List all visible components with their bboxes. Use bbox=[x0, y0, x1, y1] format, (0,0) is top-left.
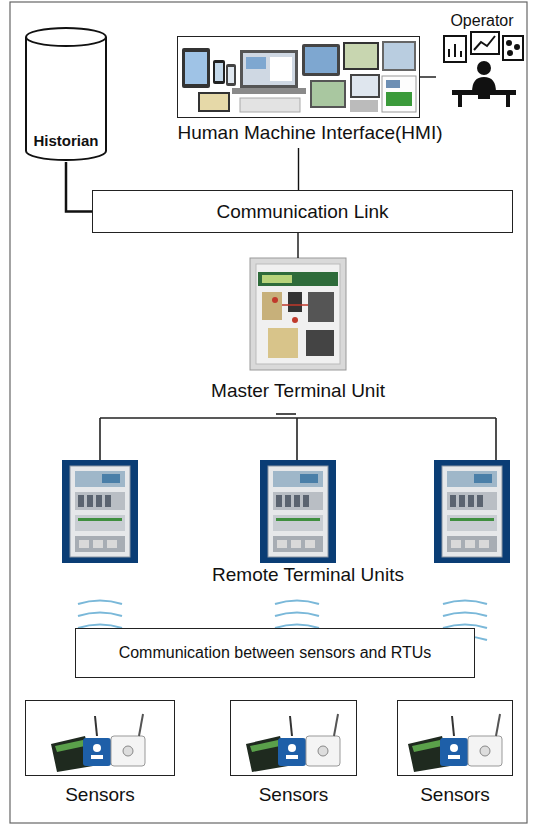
connector-path bbox=[297, 233, 298, 258]
historian-cylinder: Historian bbox=[24, 26, 108, 162]
group-label: Remote Terminal Units bbox=[140, 564, 476, 586]
connector-path bbox=[298, 148, 299, 190]
link-box: Communication Link bbox=[92, 190, 513, 233]
image-frame bbox=[177, 36, 420, 118]
image-frame bbox=[397, 700, 513, 776]
node-label: Operator bbox=[450, 12, 513, 30]
node-label: Sensors bbox=[259, 784, 329, 806]
node-label: Communication Link bbox=[216, 201, 388, 223]
sensor-box: Sensors bbox=[220, 698, 367, 814]
connector-line bbox=[298, 148, 299, 190]
mtu-cabinet: Master Terminal Unit bbox=[160, 252, 436, 410]
image-frame bbox=[250, 258, 346, 370]
node-label: Sensors bbox=[420, 784, 490, 806]
node-label: Sensors bbox=[65, 784, 135, 806]
connector-path bbox=[420, 76, 436, 77]
connector-line bbox=[298, 233, 299, 258]
node-label: Communication between sensors and RTUs bbox=[119, 644, 432, 662]
sensor-box: Sensors bbox=[15, 698, 185, 814]
connector-line bbox=[420, 77, 436, 78]
operator-icon: Operator bbox=[436, 8, 528, 108]
image-frame bbox=[230, 700, 357, 776]
hmi-panel: Human Machine Interface(HMI) bbox=[130, 36, 490, 148]
connector-line bbox=[66, 162, 92, 212]
node-label: Human Machine Interface(HMI) bbox=[177, 122, 442, 144]
sensor-box: Sensors bbox=[387, 698, 523, 814]
sensor-link-box: Communication between sensors and RTUs bbox=[75, 628, 475, 678]
node-label: Historian bbox=[33, 132, 98, 149]
connector-path bbox=[66, 162, 92, 212]
node-label: Master Terminal Unit bbox=[211, 380, 385, 402]
image-frame bbox=[25, 700, 175, 776]
